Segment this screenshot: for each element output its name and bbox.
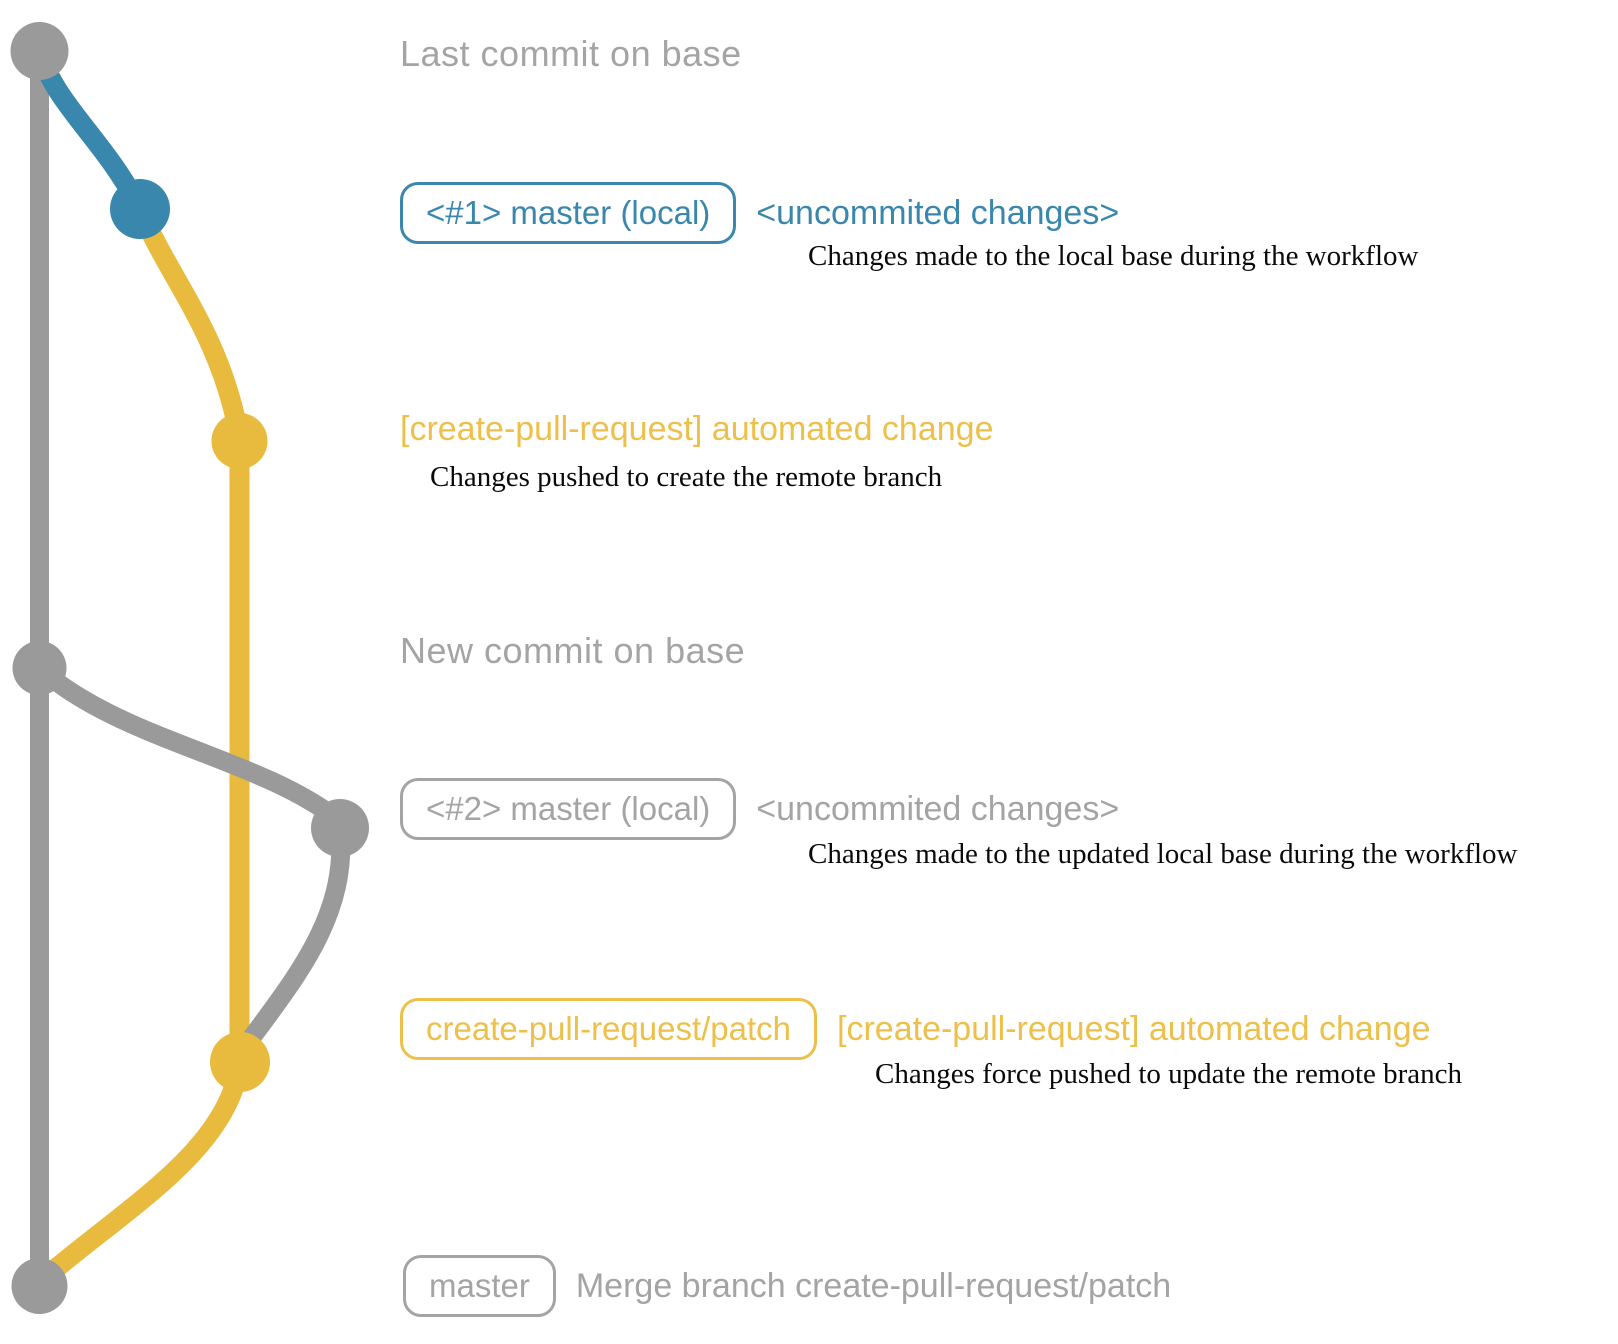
commit-node-merge [11, 1258, 68, 1314]
caption-force-push-remote: Changes force pushed to update the remot… [875, 1058, 1463, 1090]
label-new-commit-on-base: New commit on base [400, 630, 746, 671]
note-uncommited-changes-2: <uncommited changes> [756, 789, 1120, 828]
commit-node-new-base [12, 641, 67, 695]
branch-badge-master: master [403, 1255, 556, 1317]
row-commit-2: <#2> master (local) <uncommited changes> [400, 778, 1120, 840]
caption-updated-local-base-changes: Changes made to the updated local base d… [808, 838, 1518, 870]
note-uncommited-changes-1: <uncommited changes> [756, 193, 1120, 232]
commit-node-last-base [10, 22, 69, 80]
branch-badge-master-local-2: <#2> master (local) [400, 778, 737, 840]
caption-push-create-remote: Changes pushed to create the remote bran… [430, 461, 943, 493]
row-merge: master Merge branch create-pull-request/… [403, 1255, 1172, 1317]
patch-merge-line [35, 1060, 250, 1288]
git-graph [10, 22, 369, 1314]
note-automated-change-2: [create-pull-request] automated change [837, 1009, 1431, 1048]
caption-local-base-changes: Changes made to the local base during th… [808, 240, 1419, 272]
commit-node-patch-2 [210, 1032, 270, 1092]
note-merge-branch: Merge branch create-pull-request/patch [575, 1266, 1172, 1305]
commit-node-local-1 [110, 179, 170, 239]
patch-branch-line [130, 205, 250, 1062]
force-push-line [233, 827, 351, 1058]
commit-node-patch-1 [211, 413, 268, 469]
label-last-commit-on-base: Last commit on base [400, 33, 742, 74]
commit-node-local-2 [311, 799, 369, 857]
branch-badge-create-pull-request-patch: create-pull-request/patch [400, 998, 818, 1060]
row-commit-1: <#1> master (local) <uncommited changes> [400, 182, 1120, 244]
branch-badge-master-local-1: <#1> master (local) [400, 182, 737, 244]
row-patch-branch: create-pull-request/patch [create-pull-r… [400, 998, 1431, 1060]
local-branch-2-line [33, 660, 344, 828]
note-automated-change-1: [create-pull-request] automated change [400, 410, 994, 448]
